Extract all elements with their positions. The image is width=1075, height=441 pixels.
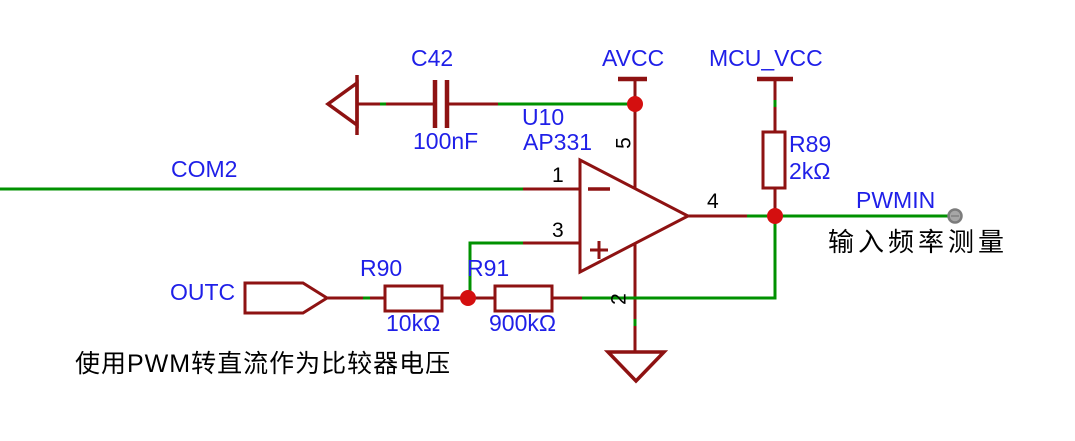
designator-c42[interactable]: C42 — [411, 45, 454, 71]
annotation-bottom-note: 使用PWM转直流作为比较器电压 — [75, 350, 452, 378]
agnd-symbol[interactable] — [325, 75, 359, 135]
capacitor-body[interactable] — [432, 80, 450, 128]
pwmin-terminal[interactable] — [947, 208, 963, 224]
pin-number-3: 3 — [552, 219, 564, 242]
wire-noninverting-input[interactable] — [468, 241, 523, 298]
designator-r91[interactable]: R91 — [467, 255, 510, 281]
port-label-outc[interactable]: OUTC — [170, 279, 236, 305]
pin-number-4: 4 — [707, 190, 719, 213]
designator-r90[interactable]: R90 — [360, 255, 403, 281]
junction-dot-output — [767, 208, 783, 224]
pin-number-5: 5 — [612, 137, 636, 149]
r91-body[interactable] — [493, 284, 554, 313]
designator-r89[interactable]: R89 — [789, 131, 832, 157]
power-label-avcc[interactable]: AVCC — [602, 45, 665, 71]
wire-feedback[interactable] — [582, 221, 777, 300]
pin-number-1: 1 — [552, 164, 564, 187]
pin-number-2: 2 — [607, 293, 631, 305]
junction-dot-avcc — [627, 96, 643, 112]
net-wires — [0, 100, 949, 326]
designator-u10[interactable]: U10 — [522, 104, 565, 130]
gnd-triangle-icon[interactable] — [603, 350, 669, 384]
value-r91[interactable]: 900kΩ — [489, 310, 557, 336]
r90-body[interactable] — [383, 284, 444, 313]
agnd-arrow-icon[interactable] — [325, 79, 359, 129]
annotation-pwmin-note: 输入频率测量 — [828, 227, 1009, 257]
junction-dot-divider — [460, 290, 476, 306]
outc-port-shape[interactable] — [243, 281, 330, 315]
noninverting-plus-icon — [590, 241, 608, 259]
power-label-mcu-vcc[interactable]: MCU_VCC — [709, 45, 823, 71]
r89-body[interactable] — [761, 130, 787, 190]
net-label-pwmin[interactable]: PWMIN — [856, 187, 936, 213]
part-ap331[interactable]: AP331 — [523, 129, 593, 155]
value-c42[interactable]: 100nF — [413, 128, 479, 154]
value-r90[interactable]: 10kΩ — [386, 310, 441, 336]
value-r89[interactable]: 2kΩ — [789, 158, 831, 184]
net-label-com2[interactable]: COM2 — [171, 156, 238, 182]
